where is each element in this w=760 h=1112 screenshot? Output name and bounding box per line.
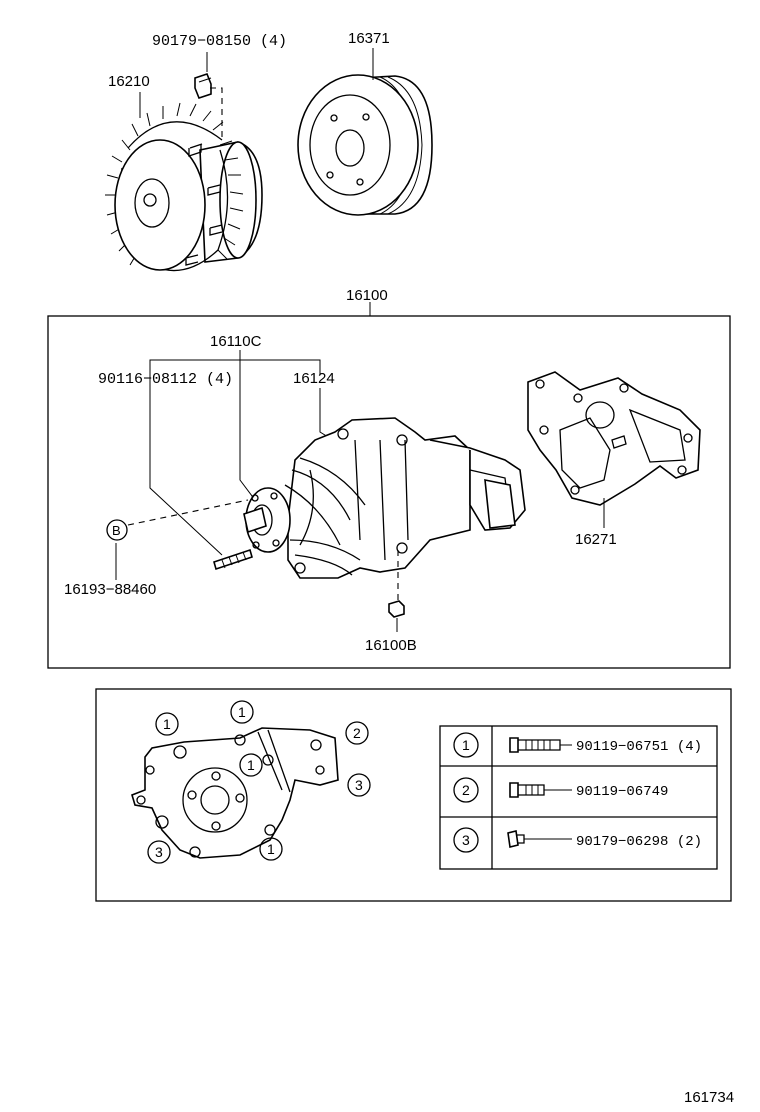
label-pump-bolt: 90116−08112 (4) <box>98 371 233 388</box>
bolt-key-table <box>439 725 718 870</box>
bolt-location-drawing <box>131 727 339 859</box>
key-row-3-num: 3 <box>462 832 470 848</box>
label-plug: 16100B <box>365 637 417 654</box>
label-ref-circle: B <box>112 523 121 538</box>
bolt-key-box <box>95 688 732 902</box>
callout-2a: 2 <box>353 725 361 741</box>
label-pump-gasket: 16124 <box>293 370 335 387</box>
label-pump-sub: 16110C <box>210 333 262 350</box>
callout-1d: 1 <box>267 841 275 857</box>
plug-drawing <box>388 600 405 618</box>
callout-marks <box>147 700 371 864</box>
label-fan-bolt: 90179−08150 (4) <box>152 33 287 50</box>
key-row-2-num: 2 <box>462 782 470 798</box>
key-row-1-num: 1 <box>462 737 470 753</box>
label-stud: 16193−88460 <box>64 581 156 598</box>
stud-dash <box>127 499 249 526</box>
callout-1c: 1 <box>247 757 255 773</box>
label-pulley: 16371 <box>348 30 390 47</box>
figure-number: 161734 <box>684 1089 734 1106</box>
fan-clutch-drawing <box>105 102 263 272</box>
water-pump-drawing <box>243 417 526 579</box>
gasket-drawing <box>527 371 701 506</box>
key-row-3-part: 90179−06298 (2) <box>576 834 702 850</box>
callout-1a: 1 <box>163 716 171 732</box>
callout-3b: 3 <box>155 844 163 860</box>
key-row-1-part: 90119−06751 (4) <box>576 739 702 755</box>
ref-circle <box>106 519 128 541</box>
label-assembly: 16100 <box>346 287 388 304</box>
stud-drawing <box>213 548 253 571</box>
label-gasket: 16271 <box>575 531 617 548</box>
fan-bolt-dash <box>210 87 223 140</box>
label-fan-clutch: 16210 <box>108 73 150 90</box>
fan-bolt-drawing <box>194 73 212 99</box>
callout-3a: 3 <box>355 777 363 793</box>
key-row-2-part: 90119−06749 <box>576 784 668 800</box>
assembly-box <box>47 315 731 669</box>
pulley-drawing <box>297 74 433 216</box>
callout-1b: 1 <box>238 704 246 720</box>
